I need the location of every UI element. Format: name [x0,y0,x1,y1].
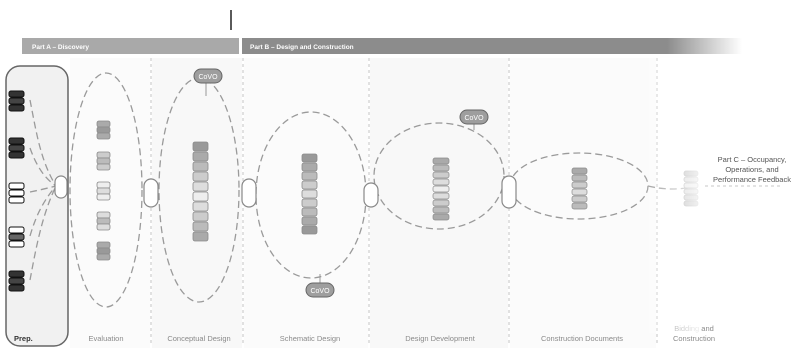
svg-text:CoVO: CoVO [198,74,218,81]
part-a-band [22,38,239,54]
schematic-stack [301,153,318,235]
development-stack [432,157,450,221]
covo-badge-development: CoVO [459,109,489,130]
prep-stack-2 [8,137,25,159]
prep-stack-5 [8,270,25,292]
covo-badge-schematic: CoVO [305,274,335,298]
part-c-label: Part C – Occupancy, Operations, and Perf… [713,155,791,184]
prep-funnel-lines [29,99,57,281]
prep-label: Prep. [14,334,33,343]
part-b-label: Part B – Design and Construction [250,44,354,51]
svg-text:Part C – Occupancy,: Part C – Occupancy, [718,155,787,164]
phase-label-development: Design Development [405,334,476,343]
phase-label-documents: Construction Documents [541,334,623,343]
phase-label-evaluation: Evaluation [88,334,123,343]
part-b-band [242,38,742,54]
svg-text:CoVO: CoVO [464,115,484,122]
phase-label-schematic: Schematic Design [280,334,340,343]
prep-stack-1 [8,90,25,112]
conceptual-stack [192,141,209,242]
part-a-label: Part A – Discovery [32,44,89,51]
covo-badge-conceptual: CoVO [193,68,223,96]
prep-stacks [8,90,25,292]
phase-label-conceptual: Conceptual Design [167,334,230,343]
svg-text:CoVO: CoVO [310,288,330,295]
evaluation-stacks [96,120,111,261]
svg-text:Operations, and: Operations, and [725,165,778,174]
prep-stack-3 [8,182,25,204]
phase-label-bidding-2: Construction [673,334,715,343]
covo-badges: CoVO CoVO CoVO [193,68,489,298]
connector-pills [54,175,517,209]
documents-stack [571,167,588,210]
svg-text:Performance Feedback: Performance Feedback [713,175,791,184]
right-fade [640,58,700,333]
phase-columns [70,58,656,348]
prep-stack-4 [8,226,25,248]
evaluation-ellipse [69,72,143,308]
development-ellipse [373,122,505,230]
